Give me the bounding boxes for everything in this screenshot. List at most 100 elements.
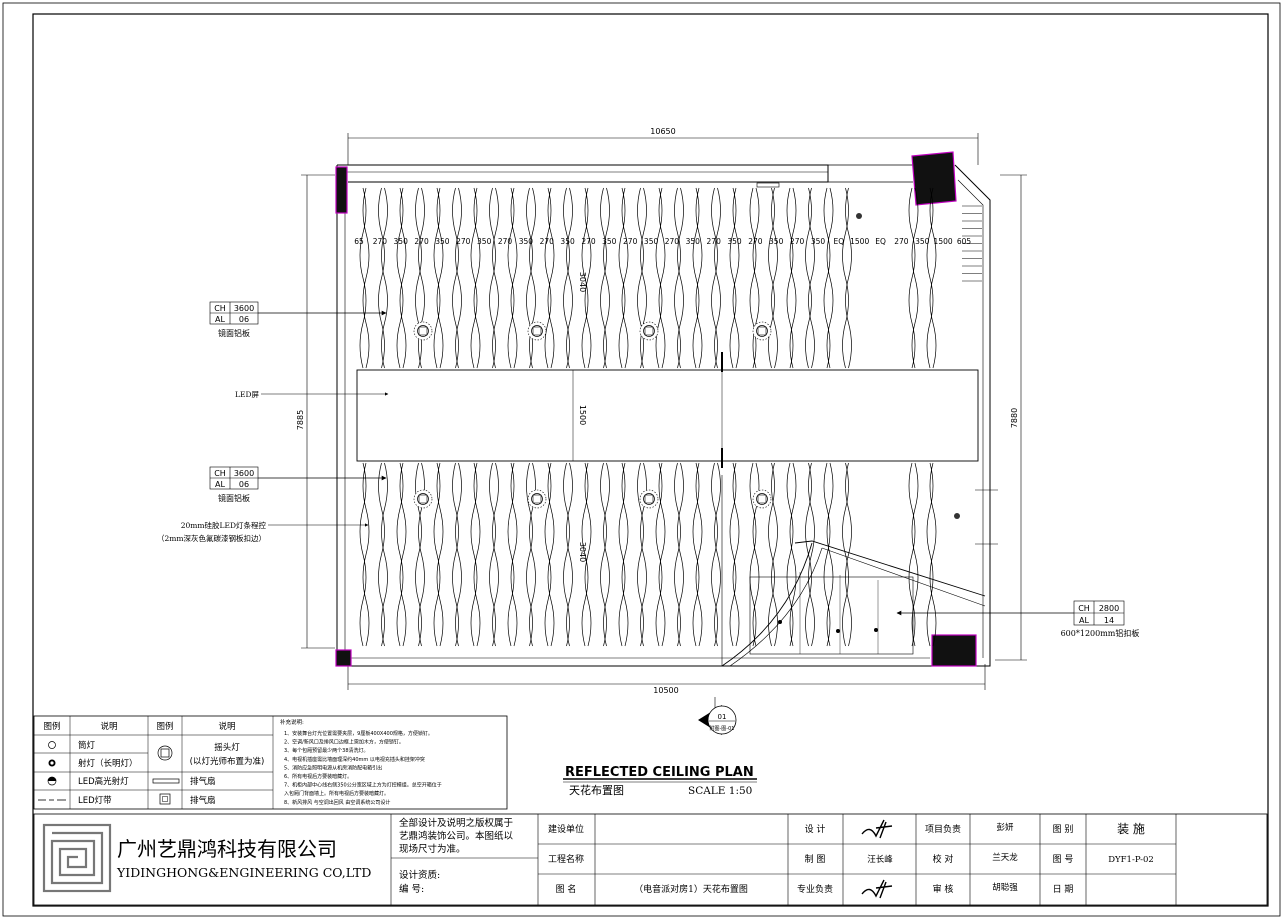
led-strip xyxy=(789,187,797,369)
callout-ch-al-1: CH 3600 AL 06 镜面铝板 xyxy=(209,301,387,338)
moving-head-icon xyxy=(527,489,547,509)
top-width-dim: 10650 xyxy=(650,127,675,136)
svg-text:3600: 3600 xyxy=(234,304,254,313)
legend-exhaust-fan-2: 排气扇 xyxy=(190,795,216,806)
svg-text:制 图: 制 图 xyxy=(805,853,826,865)
led-strip xyxy=(603,187,610,369)
svg-text:图例: 图例 xyxy=(43,721,60,732)
led-strip xyxy=(473,462,481,647)
svg-text:工程名称: 工程名称 xyxy=(548,853,584,865)
led-strip xyxy=(581,187,589,369)
spacing-label: 350 xyxy=(394,237,409,246)
note-line: 1、安装舞台灯光位置需要夹层，9厘板400X400规格，方便锁钉。 xyxy=(284,730,433,737)
led-strip xyxy=(603,462,610,647)
led-strip xyxy=(584,462,592,647)
exhaust-fan-square-icon xyxy=(159,793,171,805)
led-strip xyxy=(526,462,533,647)
svg-text:兰天龙: 兰天龙 xyxy=(992,852,1018,863)
led-strip xyxy=(563,462,570,647)
svg-text:3600: 3600 xyxy=(234,469,254,478)
legend-spotlight: 射灯（长明灯） xyxy=(78,758,138,769)
led-strip xyxy=(771,462,778,647)
spacing-label: EQ xyxy=(833,237,844,246)
led-strip xyxy=(455,462,462,647)
led-strip xyxy=(547,187,555,369)
svg-text:项目负责: 项目负责 xyxy=(925,823,961,835)
legend-led-strip: LED灯带 xyxy=(78,795,112,806)
svg-text:（2mm深灰色氟碳漆钢板扣边）: （2mm深灰色氟碳漆钢板扣边） xyxy=(157,533,266,543)
led-strip xyxy=(359,462,367,647)
led-strip xyxy=(711,187,718,369)
led-strip xyxy=(711,462,718,647)
led-strip xyxy=(489,462,496,647)
led-strip xyxy=(452,187,459,369)
svg-text:彭妍: 彭妍 xyxy=(996,822,1014,833)
svg-text:胡聪强: 胡聪强 xyxy=(992,882,1018,893)
svg-text:镜面铝板: 镜面铝板 xyxy=(218,493,250,503)
led-strip xyxy=(655,462,663,647)
led-strip xyxy=(658,462,666,647)
spacing-label: 270 xyxy=(748,237,763,246)
spacing-label: 270 xyxy=(498,237,513,246)
led-strip xyxy=(926,462,934,647)
led-strip xyxy=(544,462,552,647)
led-strip xyxy=(786,462,794,647)
svg-text:2800: 2800 xyxy=(1099,604,1119,613)
led-strip xyxy=(566,187,573,369)
led-strip xyxy=(677,462,684,647)
svg-text:现场尺寸为准。: 现场尺寸为准。 xyxy=(399,843,466,855)
led-strip xyxy=(396,462,404,647)
drawing-name: （电音派对房1）天花布置图 xyxy=(634,883,748,895)
spacing-label: 270 xyxy=(665,237,680,246)
section-number: 01 xyxy=(718,713,727,721)
downlight-icon xyxy=(48,741,56,749)
led-strip xyxy=(618,187,626,369)
led-strip xyxy=(473,187,481,369)
led-strip xyxy=(692,187,700,369)
moving-head-icon xyxy=(413,489,433,509)
led-strip xyxy=(399,187,407,369)
led-strip xyxy=(547,462,555,647)
company-name-cn: 广州艺鼎鸿科技有限公司 xyxy=(117,837,337,861)
bottom-width-dim: 10500 xyxy=(653,686,678,695)
led-strip xyxy=(566,462,573,647)
note-line: 2、空调/新风口及排风口边框上需加木方，方便锁钉。 xyxy=(284,739,404,746)
led-strip xyxy=(507,462,515,647)
svg-text:镜面铝板: 镜面铝板 xyxy=(218,328,250,338)
spacing-label: 350 xyxy=(769,237,784,246)
svg-text:06: 06 xyxy=(239,315,249,324)
legend-led-spotlight: LED高光射灯 xyxy=(78,776,129,787)
section-marker[interactable] xyxy=(707,705,737,735)
spacing-label: 270 xyxy=(581,237,596,246)
spacing-label: 350 xyxy=(477,237,492,246)
led-strip xyxy=(842,462,849,647)
downlight-icon xyxy=(856,213,862,219)
legend-table: 图例 说明 图例 说明 筒灯 射灯（长明灯） LED高光射灯 LED灯带 摇头灯… xyxy=(33,715,508,810)
led-strip xyxy=(771,187,778,369)
svg-text:编 号:: 编 号: xyxy=(399,883,424,895)
led-strip xyxy=(732,462,740,647)
led-strip xyxy=(926,187,934,369)
led-strip xyxy=(768,462,775,647)
led-strip xyxy=(544,187,552,369)
led-strip xyxy=(752,187,760,369)
spacing-label: 350 xyxy=(602,237,617,246)
led-strip xyxy=(362,462,370,647)
led-strip xyxy=(826,187,834,369)
note-line: 3、每个包厢预留最少两个38清洗灯。 xyxy=(284,747,369,754)
led-strip xyxy=(470,462,478,647)
spacing-label: 350 xyxy=(727,237,742,246)
svg-text:图 别: 图 别 xyxy=(1053,824,1074,835)
led-strip xyxy=(714,462,721,647)
exhaust-fan-linear-icon xyxy=(152,778,180,784)
spacing-label: 350 xyxy=(560,237,575,246)
led-strip xyxy=(808,187,815,369)
specialty-signature xyxy=(861,879,893,899)
svg-text:CH: CH xyxy=(214,304,226,313)
svg-text:说明: 说明 xyxy=(100,721,117,732)
callout-ch-al-2: CH 3600 AL 06 镜面铝板 xyxy=(209,466,387,503)
led-strip xyxy=(674,462,681,647)
spacing-label: 1500 xyxy=(850,237,869,246)
led-strip xyxy=(789,462,797,647)
